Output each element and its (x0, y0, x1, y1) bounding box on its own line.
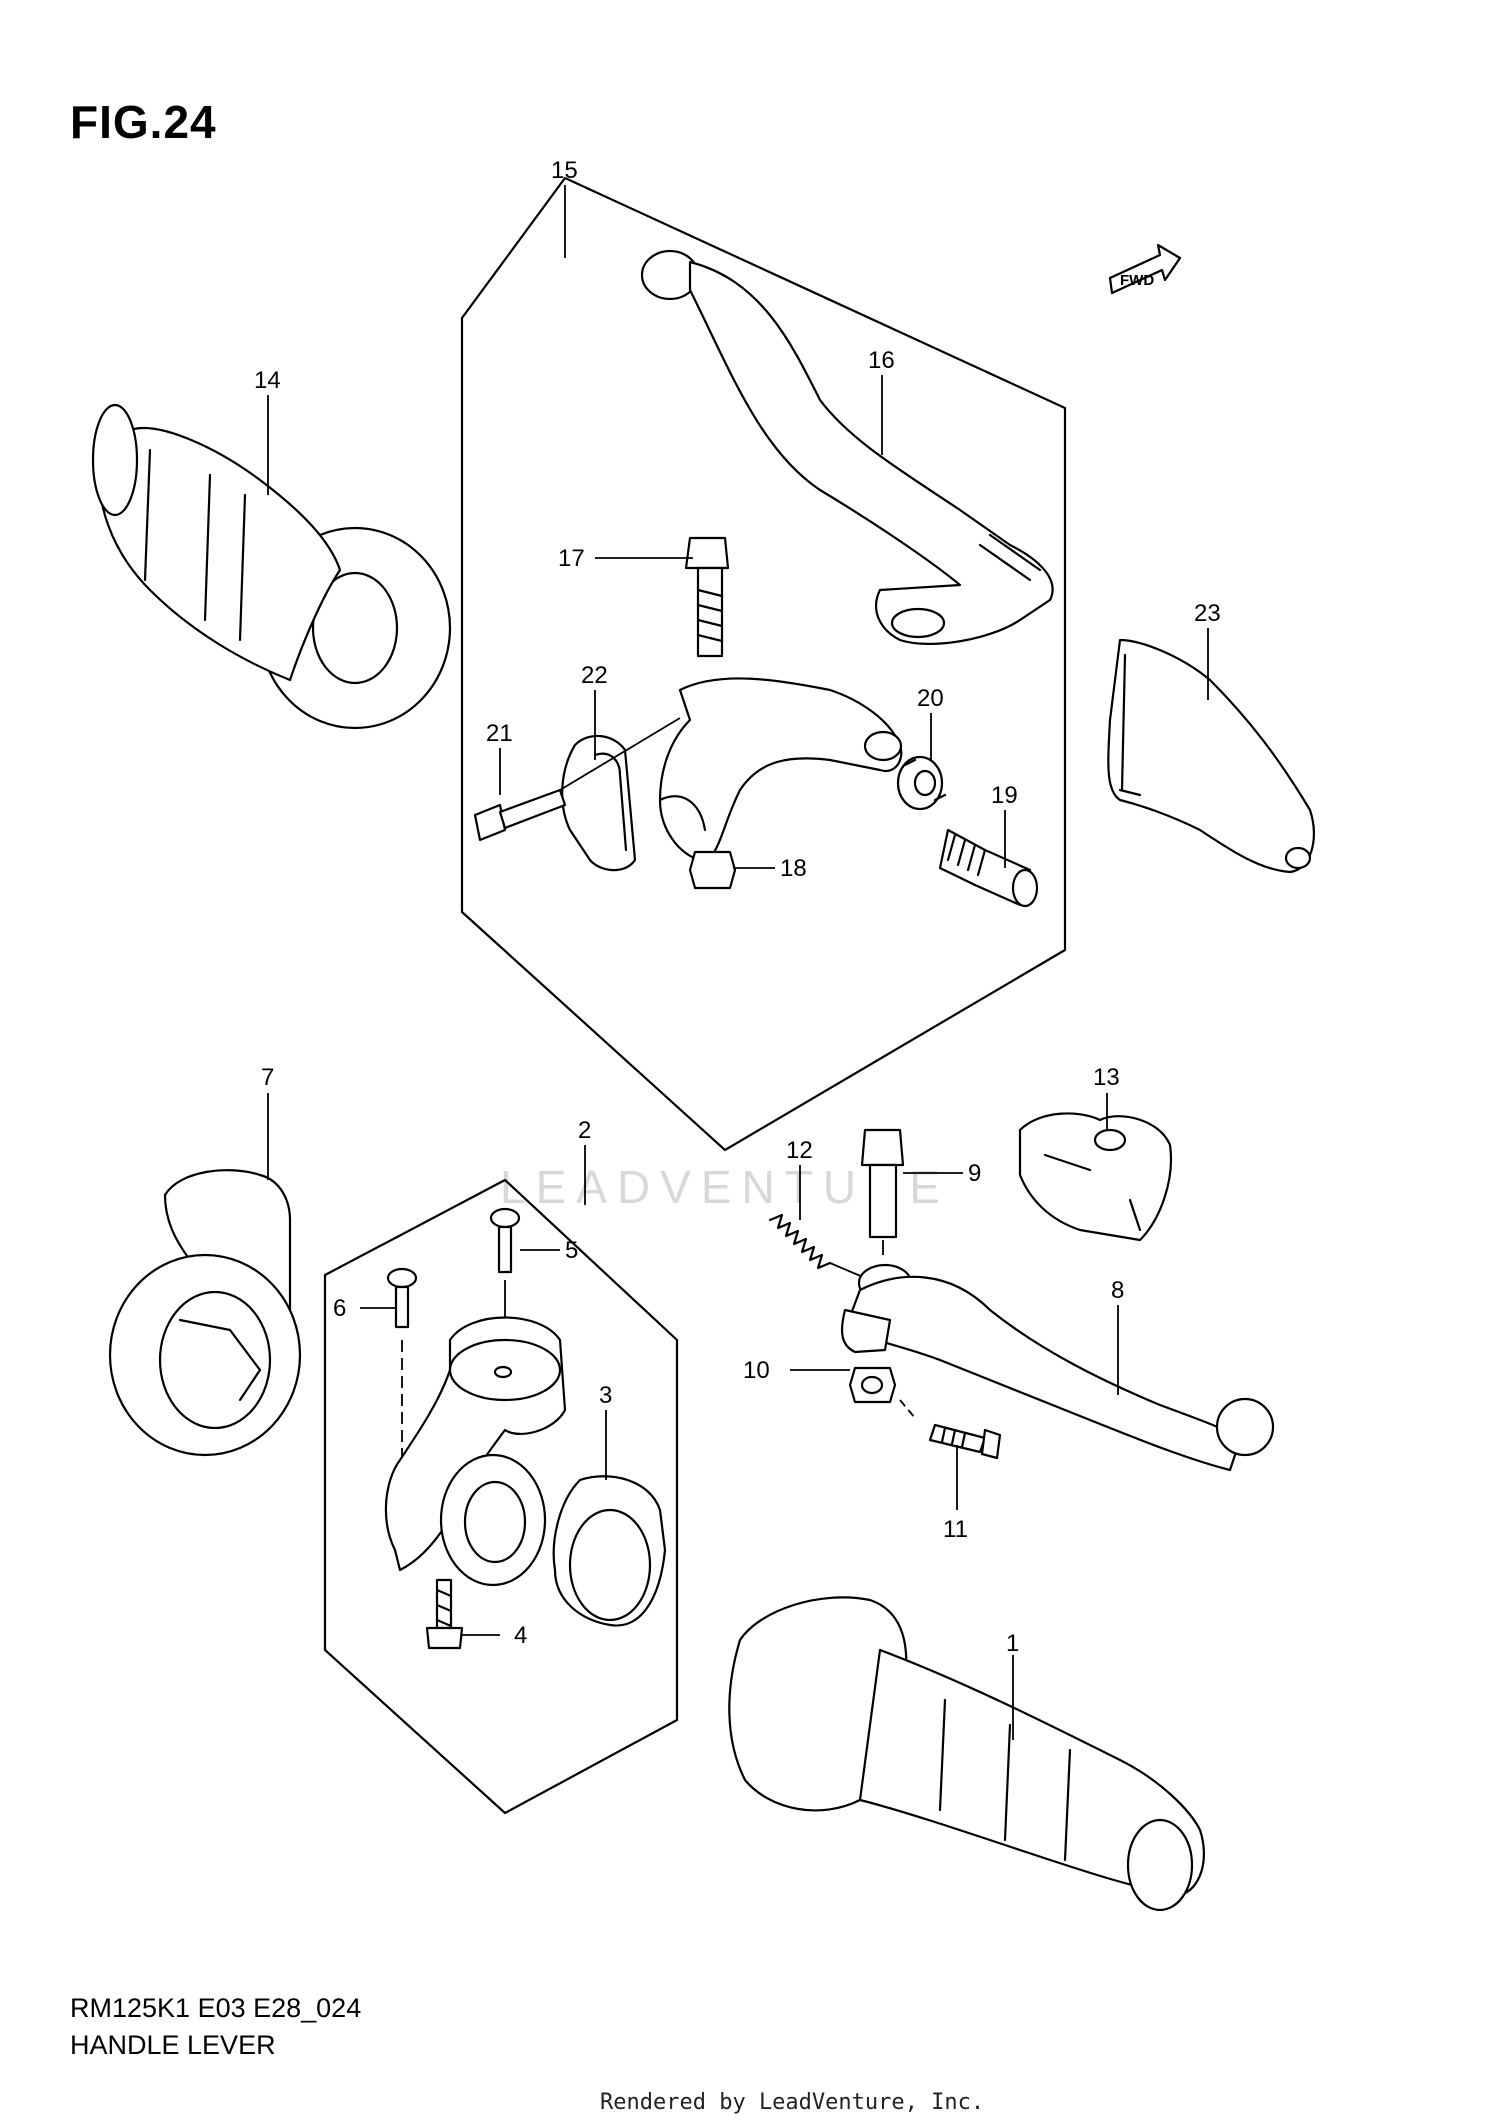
part-4-bolt (425, 1578, 464, 1650)
fwd-arrow-icon: FWD (1108, 243, 1182, 295)
part-1-grip (728, 1596, 1205, 1912)
callout-3: 3 (599, 1382, 612, 1409)
part-11-bolt (928, 1423, 1002, 1460)
callout-14: 14 (254, 367, 281, 394)
part-22-clamp (561, 734, 637, 872)
leader-lines (267, 185, 1209, 1740)
rendered-by-credit: Rendered by LeadVenture, Inc. (600, 2090, 985, 2115)
callout-6: 6 (333, 1295, 346, 1322)
callout-labels: 1 2 3 4 5 6 7 8 9 10 11 12 13 14 15 16 1… (254, 157, 1221, 1657)
part-12-spring (768, 1213, 871, 1281)
assembly-15-outline (460, 176, 1067, 1152)
part-18-nut (688, 850, 737, 890)
lever-holder (658, 677, 903, 862)
part-3-clamp (552, 1475, 667, 1627)
part-23-cover (1107, 638, 1315, 874)
callout-18: 18 (780, 855, 807, 882)
callout-23: 23 (1194, 600, 1221, 627)
part-8-lever (840, 1263, 1275, 1472)
part-9-bolt (860, 1128, 905, 1255)
part-19-adjuster (938, 828, 1039, 908)
callout-12: 12 (786, 1137, 813, 1164)
callout-16: 16 (868, 347, 895, 374)
part-21-screw (473, 717, 681, 842)
callout-8: 8 (1111, 1277, 1124, 1304)
callout-20: 20 (917, 685, 944, 712)
figure-caption: HANDLE LEVER (70, 2030, 276, 2060)
callout-5: 5 (565, 1237, 578, 1264)
holder-body (384, 1316, 567, 1587)
callout-13: 13 (1093, 1064, 1120, 1091)
part-13-cover (1018, 1112, 1172, 1242)
fwd-label: FWD (1120, 272, 1154, 289)
callout-15: 15 (551, 157, 578, 184)
figure-title: FIG.24 (70, 96, 217, 148)
part-5-screw (489, 1207, 521, 1372)
watermark-text: LEADVENTURE (500, 1161, 950, 1213)
callout-21: 21 (486, 720, 513, 747)
callout-19: 19 (991, 782, 1018, 809)
callout-1: 1 (1006, 1630, 1019, 1657)
part-20-locknut (896, 755, 947, 811)
callout-4: 4 (514, 1622, 527, 1649)
callout-2: 2 (578, 1117, 591, 1144)
part-17-bolt (684, 536, 730, 658)
part-6-screw (386, 1267, 418, 1470)
callout-10: 10 (743, 1357, 770, 1384)
callout-11: 11 (943, 1516, 968, 1543)
callout-9: 9 (968, 1160, 981, 1187)
part-14-grip (91, 403, 452, 730)
part-7-housing (108, 1169, 302, 1457)
part-16-lever (640, 249, 1054, 646)
callout-22: 22 (581, 662, 608, 689)
callout-7: 7 (261, 1064, 274, 1091)
callout-17: 17 (558, 545, 585, 572)
model-code: RM125K1 E03 E28_024 (70, 1993, 362, 2023)
assembly-2-outline (323, 1178, 679, 1815)
part-10-nut (848, 1366, 916, 1419)
